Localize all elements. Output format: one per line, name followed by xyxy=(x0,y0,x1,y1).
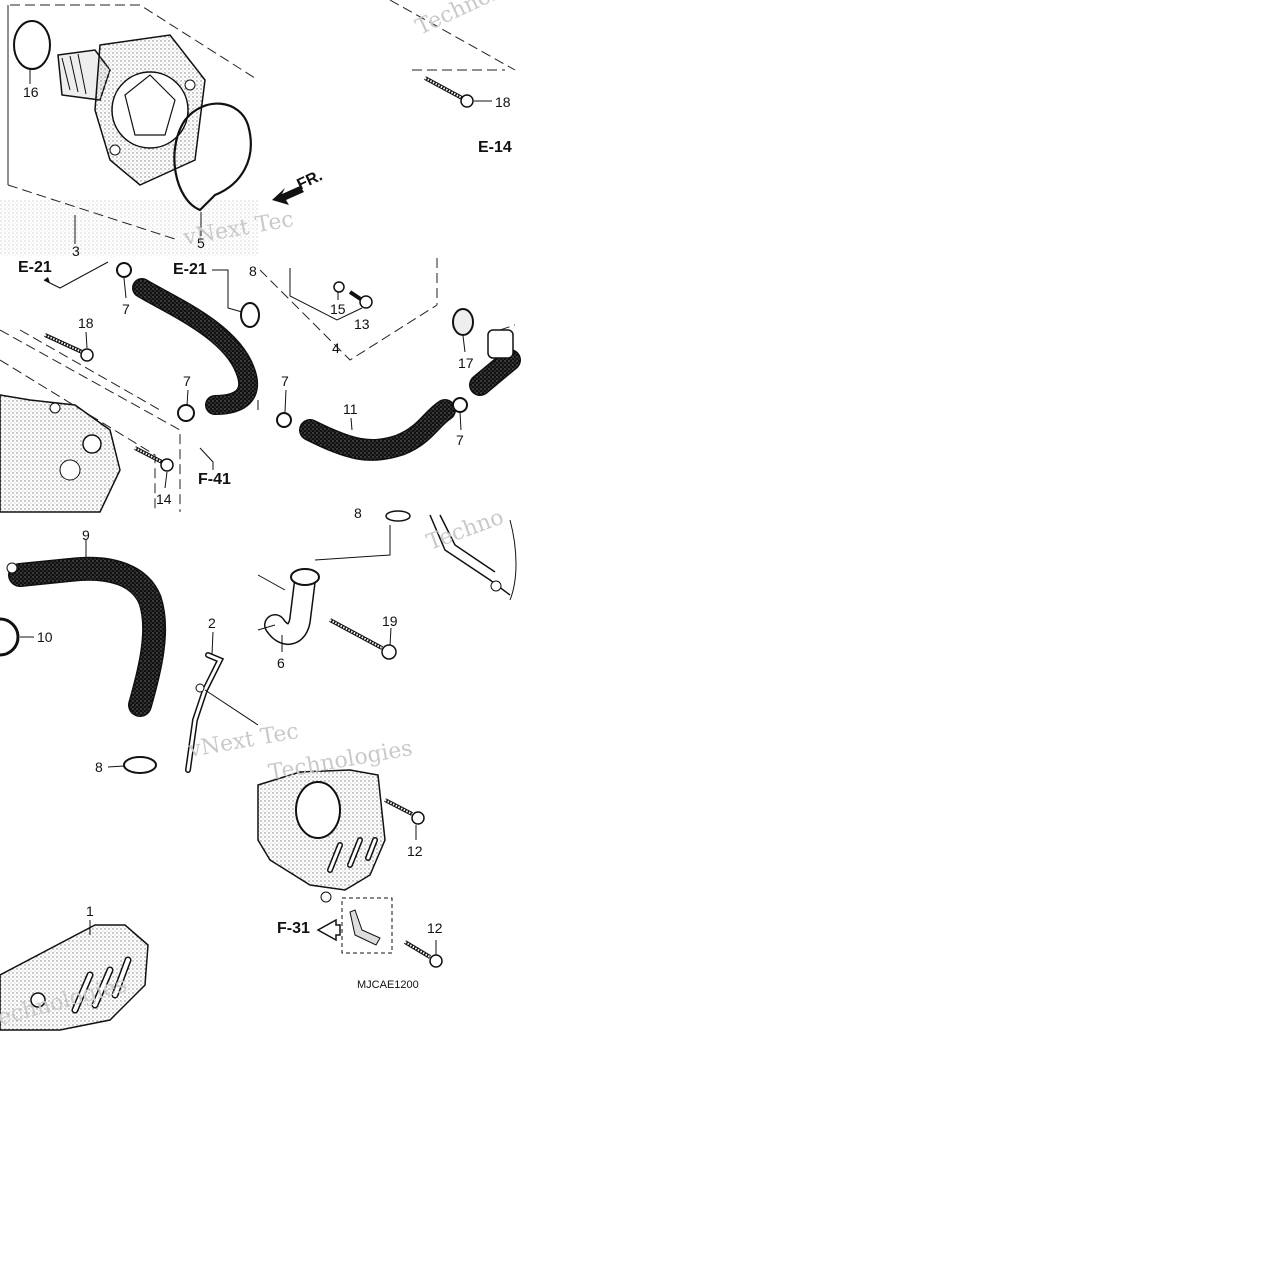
gasket-5 xyxy=(173,102,252,212)
callout-1: 1 xyxy=(86,903,94,919)
diagram-code: MJCAE1200 xyxy=(357,979,419,991)
side-cover-1 xyxy=(0,924,149,1031)
callout-7-b: 7 xyxy=(183,373,191,389)
front-arrow-icon: FR. xyxy=(272,167,325,205)
pipe-6 xyxy=(257,568,320,645)
bolt-14 xyxy=(134,446,174,472)
callout-18-top: 18 xyxy=(495,94,511,110)
pump-cover xyxy=(257,769,386,903)
panel-covers xyxy=(0,769,443,1031)
callout-7-c: 7 xyxy=(281,373,289,389)
ref-e21-right: E-21 xyxy=(173,261,207,278)
callout-19: 19 xyxy=(382,613,398,629)
callout-8-c: 8 xyxy=(354,505,362,521)
ref-f41: F-41 xyxy=(198,471,231,488)
callout-4: 4 xyxy=(332,340,340,356)
clamp-7c xyxy=(276,412,292,428)
clamp-7a xyxy=(116,262,132,278)
callout-17: 17 xyxy=(458,355,474,371)
callout-13: 13 xyxy=(354,316,370,332)
thermostat-housing xyxy=(0,394,121,513)
seal-10 xyxy=(0,617,20,657)
panel-hoses xyxy=(0,258,521,513)
ref-e21-left: E-21 xyxy=(18,259,52,276)
callouts: 16 3 5 18 7 8 15 13 4 17 18 7 7 11 7 14 … xyxy=(23,84,511,936)
washer-15 xyxy=(333,281,345,293)
clamp-8b xyxy=(123,756,157,774)
clamp-8c xyxy=(385,510,411,522)
callout-8-a: 8 xyxy=(249,263,257,279)
ref-f31: F-31 xyxy=(277,920,310,937)
panel-water-pump: FR. xyxy=(0,0,516,256)
clamp-7b xyxy=(177,404,195,422)
callout-16: 16 xyxy=(23,84,39,100)
callout-12-upper: 12 xyxy=(407,843,423,859)
clamp-7d xyxy=(452,397,468,413)
seal-17 xyxy=(452,308,474,336)
ref-arrow-f31-icon xyxy=(316,918,341,942)
callout-15: 15 xyxy=(330,301,346,317)
bolt-19 xyxy=(329,618,397,660)
watermark-3: vNext Tec xyxy=(186,719,301,763)
callout-10: 10 xyxy=(37,629,53,645)
callout-12-lower: 12 xyxy=(427,920,443,936)
callout-8-b: 8 xyxy=(95,759,103,775)
watermark-4: Techno xyxy=(424,505,508,556)
callout-11: 11 xyxy=(343,401,358,417)
watermark-2: Technol xyxy=(412,0,501,40)
front-direction-label: FR. xyxy=(295,167,326,193)
callout-5: 5 xyxy=(197,235,205,251)
bolt-12-upper xyxy=(384,798,425,825)
bolt-18-top xyxy=(424,76,492,108)
callout-7-d: 7 xyxy=(456,432,464,448)
water-pump xyxy=(57,34,206,186)
panel-lower-hoses xyxy=(0,510,517,774)
detail-box xyxy=(341,897,393,954)
callout-6: 6 xyxy=(277,655,285,671)
callout-14: 14 xyxy=(156,491,172,507)
callout-18-mid: 18 xyxy=(78,315,94,331)
watermarks: vNext Tec Technol vNext Tec Techno Techn… xyxy=(0,0,507,1031)
callout-2: 2 xyxy=(208,615,216,631)
callout-3: 3 xyxy=(72,243,80,259)
callout-7-a: 7 xyxy=(122,301,130,317)
clamp-8a xyxy=(240,302,260,328)
bolt-13 xyxy=(348,290,373,309)
o-ring-16 xyxy=(13,20,51,70)
bolt-18-mid xyxy=(44,333,94,362)
ref-e14: E-14 xyxy=(478,139,512,156)
callout-9: 9 xyxy=(82,527,90,543)
